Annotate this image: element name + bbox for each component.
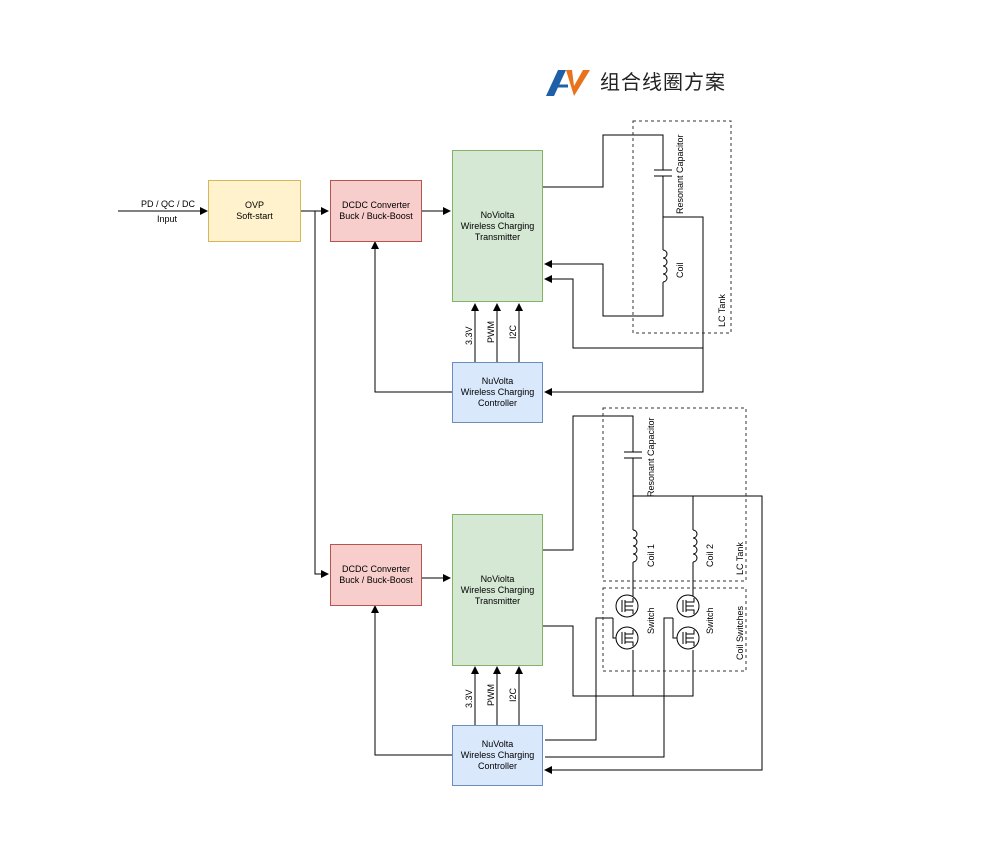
ctrl1-line1: NuVolta <box>481 376 514 386</box>
dcdc1-line2: Buck / Buck-Boost <box>339 211 413 221</box>
tank2-coil2-label: Coil 2 <box>705 543 715 567</box>
coil-switches-title: Coil Switches <box>735 605 745 660</box>
tx1-block: NoViolta Wireless Charging Transmitter <box>452 150 543 302</box>
dcdc2-line2: Buck / Buck-Boost <box>339 575 413 585</box>
tx1-line1: NoViolta <box>480 209 515 220</box>
ovp-to-dcdc2-wire <box>314 211 329 578</box>
bus1-i2c-label: I2C <box>508 324 518 339</box>
tx1-out-a-wire <box>543 134 664 188</box>
bus1-3v3-label: 3.3V <box>464 326 474 345</box>
ctrl1-to-dcdc1-wire <box>371 241 452 393</box>
ovp-line2: Soft-start <box>236 211 273 221</box>
tank2-coil1-label: Coil 1 <box>646 543 656 567</box>
tank2-cap-label: Resonant Capacitor <box>646 417 656 497</box>
lc-tank1-frame <box>632 120 732 334</box>
logo-mark-icon <box>546 70 590 96</box>
ctrl1-line3: Controller <box>477 398 517 408</box>
tx1-line2: Wireless Charging <box>460 220 535 231</box>
lc-tank2-frame <box>602 407 747 582</box>
dcdc2-line1: DCDC Converter <box>341 564 410 574</box>
dcdc1-line1: DCDC Converter <box>341 200 410 210</box>
ctrl2-line2: Wireless Charging <box>460 750 535 760</box>
switch1-label: Switch <box>646 607 656 634</box>
switch2-label: Switch <box>705 607 715 634</box>
bus2-i2c-label: I2C <box>508 687 518 702</box>
tank1-cap-label: Resonant Capacitor <box>675 134 685 214</box>
tx2-line3: Transmitter <box>474 595 521 606</box>
input-bottom-label: Input <box>157 214 178 224</box>
ovp-line1: OVP <box>244 200 264 210</box>
tx2-line1: NoViolta <box>480 573 515 584</box>
tank2-title: LC Tank <box>735 542 745 575</box>
tx1-line3: Transmitter <box>474 231 521 242</box>
ctrl2-line1: NuVolta <box>481 739 514 749</box>
switch2-upper-icon <box>676 594 700 618</box>
ctrl2-block: NuVolta Wireless Charging Controller <box>452 725 543 786</box>
bus2-pwm-label: PWM <box>486 684 496 706</box>
coil-switches-frame <box>602 587 747 672</box>
bus2-3v3-label: 3.3V <box>464 689 474 708</box>
bus1-pwm-label: PWM <box>486 321 496 343</box>
ctrl1-block: NuVolta Wireless Charging Controller <box>452 362 543 423</box>
tank1-title: LC Tank <box>717 294 727 327</box>
logo-text: 组合线圈方案 <box>600 70 726 94</box>
ctrl1-line2: Wireless Charging <box>460 387 535 397</box>
logo: 组合线圈方案 <box>544 66 726 95</box>
ovp-block: OVP Soft-start <box>208 180 301 242</box>
switch1-upper-icon <box>615 594 639 618</box>
tx2-line2: Wireless Charging <box>460 584 535 595</box>
ctrl2-to-dcdc2-wire <box>371 605 452 756</box>
dcdc2-block: DCDC Converter Buck / Buck-Boost <box>330 544 422 606</box>
dcdc1-block: DCDC Converter Buck / Buck-Boost <box>330 180 422 242</box>
input-top-label: PD / QC / DC <box>141 199 196 209</box>
tank1-coil-label: Coil <box>675 262 685 278</box>
tx2-block: NoViolta Wireless Charging Transmitter <box>452 514 543 666</box>
ctrl2-line3: Controller <box>477 761 517 771</box>
